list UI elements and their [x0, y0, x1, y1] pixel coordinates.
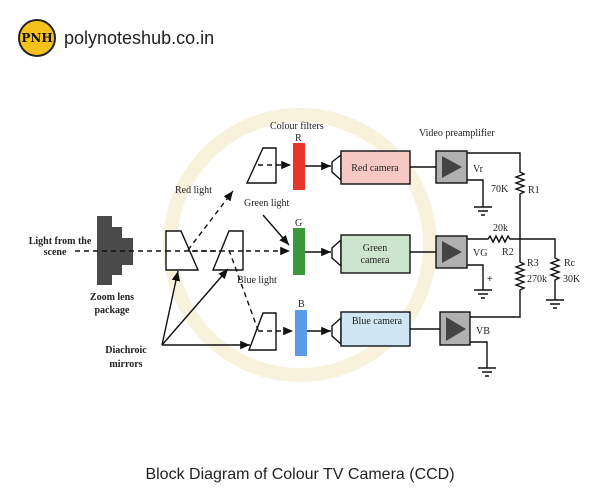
scene-label: Light from the — [29, 236, 92, 247]
caption: Block Diagram of Colour TV Camera (CCD) — [145, 466, 455, 483]
zoom-lens-label-2: package — [95, 305, 131, 316]
plus-sign: + — [487, 274, 493, 285]
zoom-lens-label: Zoom lens — [90, 292, 134, 303]
filter-r-label: R — [295, 133, 302, 144]
r1-value: 70K — [491, 184, 509, 195]
blue-camera — [340, 311, 411, 347]
r2-label: R2 — [502, 247, 514, 258]
r3-label: R3 — [527, 258, 539, 269]
vb-label: VB — [476, 326, 490, 337]
red-beam — [187, 190, 234, 251]
site-name: polynoteshub.co.in — [64, 27, 215, 48]
vg-label: VG — [473, 248, 487, 259]
rc-label: Rc — [564, 258, 576, 269]
r2-value: 20k — [493, 223, 508, 234]
red-camera — [340, 150, 411, 185]
logo: PNH — [18, 19, 56, 57]
blue-camera-label: Blue camera — [352, 316, 403, 327]
green-light-label: Green light — [244, 198, 289, 209]
filter-g-label: G — [295, 218, 302, 229]
brand: PNH polynoteshub.co.in — [18, 19, 214, 57]
mirror-2 — [211, 230, 244, 271]
r3-value: 270k — [527, 274, 547, 285]
blue-filter — [295, 310, 307, 356]
red-light-label: Red light — [175, 185, 212, 196]
r1-label: R1 — [528, 185, 540, 196]
colour-filters-label: Colour filters — [270, 121, 324, 132]
green-camera — [340, 234, 411, 274]
green-camera-label-2: camera — [361, 255, 390, 266]
green-camera-label: Green — [363, 243, 387, 254]
mirror-1 — [165, 230, 200, 271]
red-camera-label: Red camera — [351, 163, 399, 174]
green-filter — [293, 228, 305, 275]
rc-value: 30K — [563, 274, 581, 285]
red-filter — [293, 143, 305, 190]
mirrors-label: Diachroic — [105, 345, 147, 356]
mirrors-label-2: mirrors — [109, 359, 142, 370]
blue-light-label: Blue light — [237, 275, 277, 286]
vr-label: Vr — [473, 164, 484, 175]
green-light-arrow — [262, 214, 290, 246]
video-preamp-label: Video preamplifier — [419, 128, 495, 139]
scene-label-2: scene — [44, 247, 67, 258]
filter-b-label: B — [298, 299, 305, 310]
